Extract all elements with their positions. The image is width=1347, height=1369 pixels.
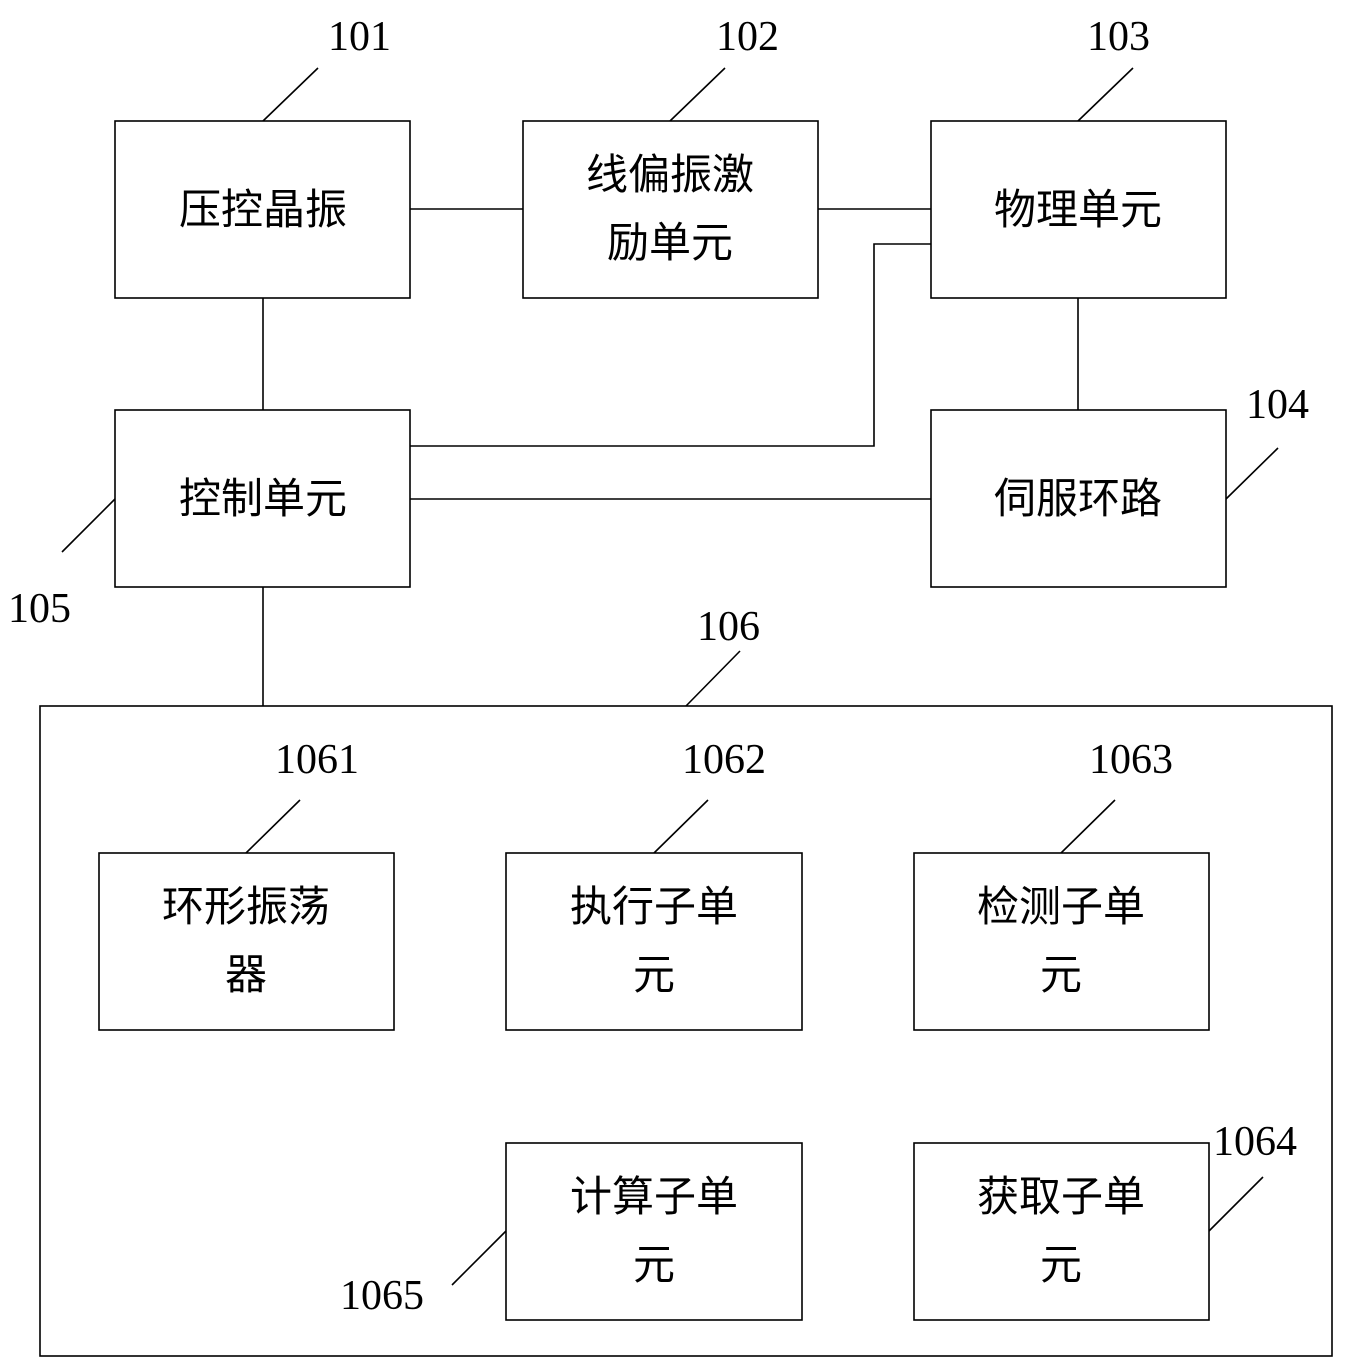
leader-105 (62, 499, 115, 552)
ref-1062: 1062 (682, 737, 766, 783)
block-101: 压控晶振 (115, 121, 410, 298)
ref-103: 103 (1087, 14, 1150, 60)
block-1063-label-line2: 元 (1040, 950, 1082, 999)
block-1061-label-line1: 环形振荡 (162, 882, 330, 931)
block-102-label-line2: 励单元 (607, 218, 733, 267)
ref-1064: 1064 (1213, 1119, 1297, 1165)
block-1065-label-line1: 计算子单 (570, 1172, 738, 1221)
block-103: 物理单元 (931, 121, 1226, 298)
ref-104: 104 (1246, 382, 1309, 428)
block-102: 线偏振激 励单元 (523, 121, 818, 298)
block-1062-label-line2: 元 (633, 950, 675, 999)
leader-101 (263, 68, 318, 121)
ref-106: 106 (697, 604, 760, 650)
block-1061-label-line2: 器 (225, 950, 267, 999)
block-1064: 获取子单 元 (914, 1143, 1209, 1320)
block-103-label: 物理单元 (994, 185, 1162, 234)
block-1062: 执行子单 元 (506, 853, 802, 1030)
leader-102 (670, 68, 725, 121)
leader-104 (1226, 448, 1278, 499)
block-1061: 环形振荡 器 (99, 853, 394, 1030)
block-1064-label-line1: 获取子单 (977, 1172, 1145, 1221)
ref-1065: 1065 (340, 1273, 424, 1319)
ref-1063: 1063 (1089, 737, 1173, 783)
leader-103 (1078, 68, 1133, 121)
block-1062-label-line1: 执行子单 (570, 882, 738, 931)
block-104-label: 伺服环路 (994, 474, 1162, 523)
ref-102: 102 (716, 14, 779, 60)
block-102-label-line1: 线偏振激 (586, 150, 754, 199)
block-1064-label-line2: 元 (1040, 1240, 1082, 1289)
ref-1061: 1061 (275, 737, 359, 783)
block-1063-label-line1: 检测子单 (977, 882, 1145, 931)
block-1065: 计算子单 元 (506, 1143, 802, 1320)
block-1063: 检测子单 元 (914, 853, 1209, 1030)
block-104: 伺服环路 (931, 410, 1226, 587)
block-105: 控制单元 (115, 410, 410, 587)
block-105-label: 控制单元 (179, 474, 347, 523)
leader-106 (686, 651, 740, 706)
ref-101: 101 (328, 14, 391, 60)
block-1065-label-line2: 元 (633, 1240, 675, 1289)
ref-105: 105 (8, 586, 71, 632)
block-101-label: 压控晶振 (179, 185, 347, 234)
